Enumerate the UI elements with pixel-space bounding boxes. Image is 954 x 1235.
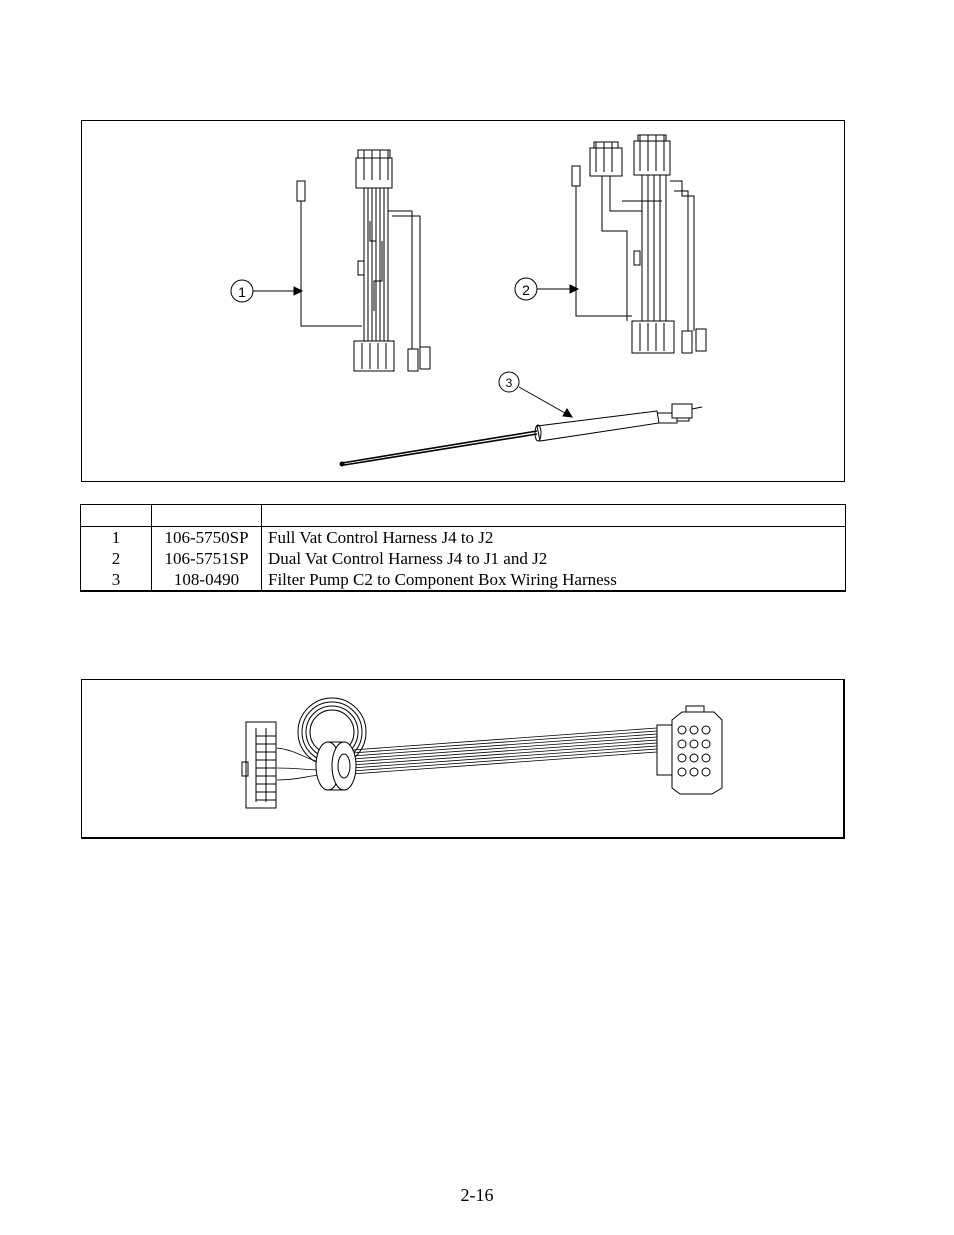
table-row: 1 106-5750SP Full Vat Control Harness J4… (80, 526, 846, 548)
right-connector (656, 705, 723, 795)
header-part-number (151, 504, 262, 527)
item-number: 2 (80, 548, 152, 569)
parts-table: 1 106-5750SP Full Vat Control Harness J4… (80, 504, 846, 592)
header-item (80, 504, 152, 527)
callout-3-label: 3 (506, 376, 513, 390)
callout-2-label: 2 (522, 282, 530, 298)
callout-3: 3 (498, 371, 573, 418)
header-description (261, 504, 846, 527)
table-header-row (80, 504, 846, 527)
page-number: 2-16 (460, 1185, 494, 1205)
harness-1-drawing (296, 149, 431, 372)
item-number: 1 (80, 526, 152, 548)
part-number: 106-5750SP (151, 526, 262, 548)
callout-1-label: 1 (238, 284, 246, 300)
ribbon-cable-figure (81, 679, 845, 839)
harness-figure: 1 2 3 (81, 120, 845, 482)
harness-illustration: 1 2 3 (230, 134, 707, 467)
table-row: 3 108-0490 Filter Pump C2 to Component B… (80, 569, 846, 592)
callout-1: 1 (230, 279, 304, 303)
item-number: 3 (80, 569, 152, 592)
part-description: Dual Vat Control Harness J4 to J1 and J2 (261, 548, 846, 569)
part-description: Filter Pump C2 to Component Box Wiring H… (261, 569, 846, 592)
part-number: 106-5751SP (151, 548, 262, 569)
part-description: Full Vat Control Harness J4 to J2 (261, 526, 846, 548)
ribbon-cable-illustration (241, 697, 723, 809)
callout-2: 2 (514, 277, 580, 301)
ferrite-core (315, 741, 357, 791)
part-number: 108-0490 (151, 569, 262, 592)
left-connector (241, 721, 277, 809)
harness-3-drawing (339, 403, 703, 467)
table-row: 2 106-5751SP Dual Vat Control Harness J4… (80, 548, 846, 569)
harness-2-drawing (571, 134, 707, 354)
